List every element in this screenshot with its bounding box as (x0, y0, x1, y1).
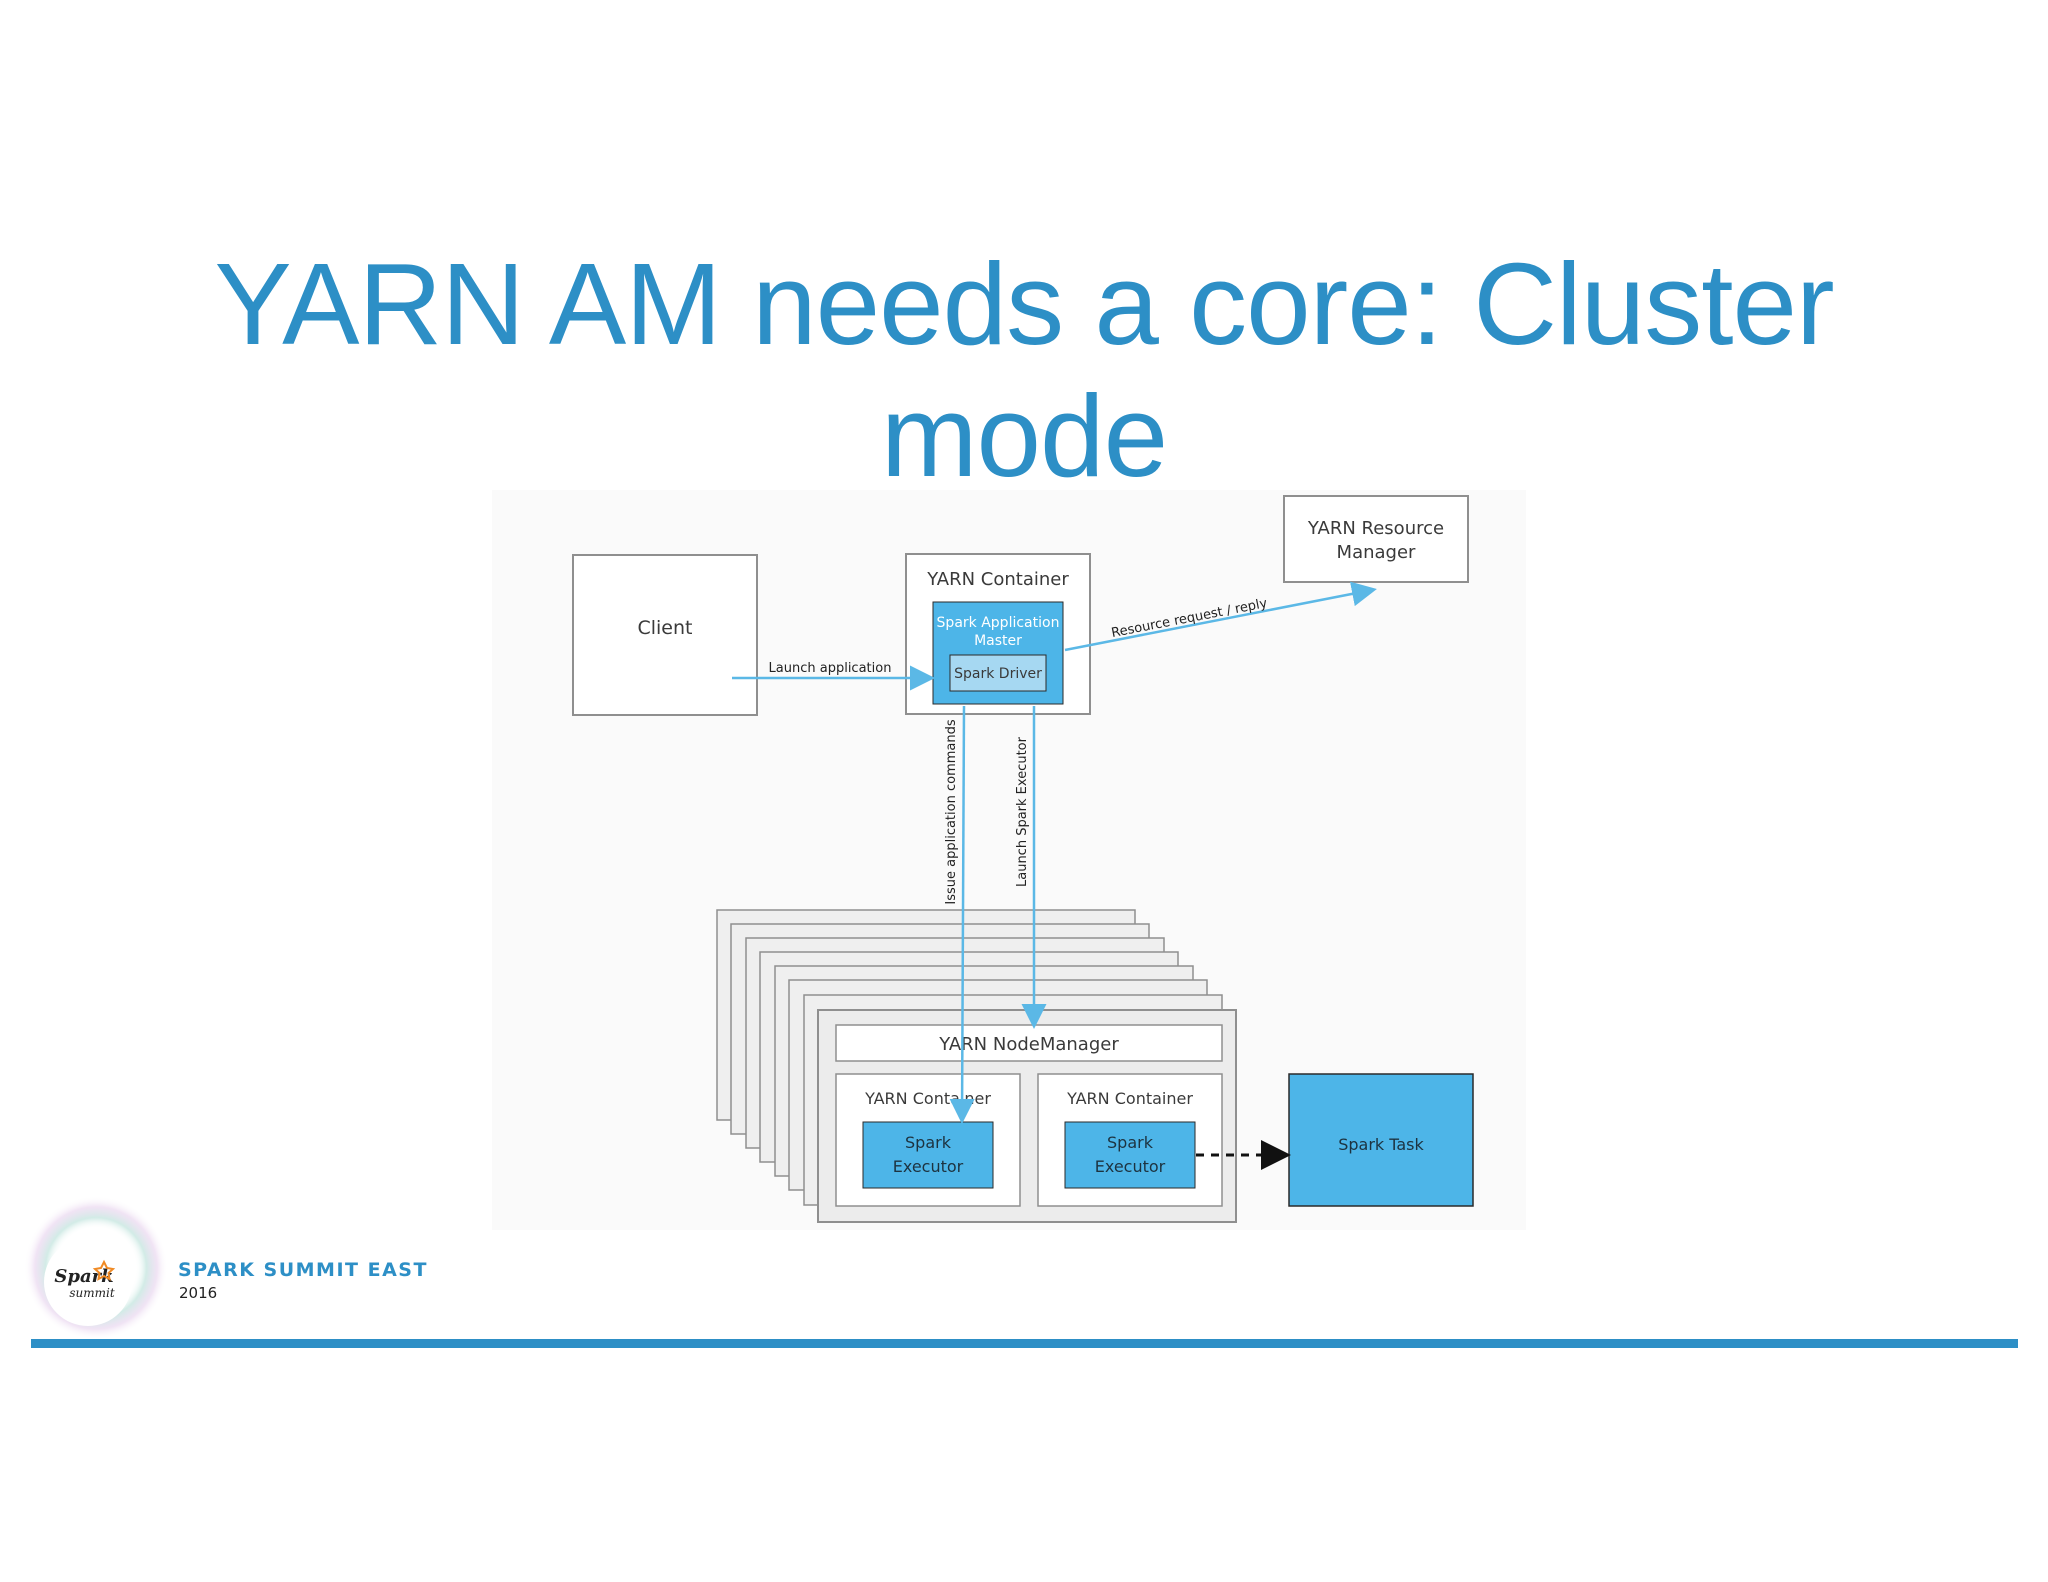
launch-executor-arrow: Launch Spark Executor (1015, 706, 1047, 1029)
spark-driver (949, 654, 1047, 692)
yarn-container-top-label: YARN Container (926, 569, 1069, 590)
event-year: 2016 (179, 1284, 218, 1302)
issue-commands-label: Issue application commands (944, 719, 959, 904)
yarn-node-manager: YARN NodeManager YARN Container Spark Ex… (835, 1024, 1223, 1207)
executor-left-label-1: Spark (905, 1133, 952, 1152)
executor-left-label-2: Executor (893, 1157, 964, 1176)
footer-bar (31, 1339, 2018, 1348)
app-master-label-1: Spark Application (937, 615, 1060, 631)
launch-executor-label: Launch Spark Executor (1015, 736, 1030, 887)
event-name: SPARK SUMMIT EAST (178, 1259, 428, 1281)
logo-star-icon (92, 1259, 116, 1281)
executor-right-label-2: Executor (1095, 1157, 1166, 1176)
spark-driver-label: Spark Driver (954, 666, 1042, 682)
spark-task-label: Spark Task (1338, 1135, 1424, 1154)
executor-right-label-1: Spark (1107, 1133, 1154, 1152)
spark-executor-left (862, 1121, 994, 1189)
resource-manager-label-1: YARN Resource (1307, 518, 1444, 539)
spark-executor-right (1064, 1121, 1196, 1189)
app-master-label-2: Master (974, 633, 1022, 649)
spark-task-node: Spark Task (1288, 1073, 1474, 1207)
container-right-label: YARN Container (1066, 1089, 1193, 1108)
client-node: Client (572, 554, 758, 716)
container-left-label: YARN Container (864, 1089, 991, 1108)
resource-manager-label-2: Manager (1337, 542, 1416, 563)
node-manager-label: YARN NodeManager (938, 1034, 1119, 1055)
launch-application-label: Launch application (769, 661, 892, 676)
logo-summit-text: summit (69, 1286, 114, 1300)
slide-title: YARN AM needs a core: Cluster mode (0, 238, 2048, 502)
slide-title-line-1: YARN AM needs a core: Cluster (214, 239, 1834, 369)
yarn-container-top: YARN Container Spark Application Master … (905, 553, 1091, 715)
slide-title-line-2: mode (880, 371, 1168, 501)
issue-commands-arrow: Issue application commands (944, 705, 975, 1124)
client-label: Client (637, 617, 692, 639)
yarn-resource-manager: YARN Resource Manager (1283, 495, 1469, 583)
spark-summit-logo: Spark summit (24, 1196, 168, 1340)
launch-application-arrow: Launch application (732, 661, 935, 691)
